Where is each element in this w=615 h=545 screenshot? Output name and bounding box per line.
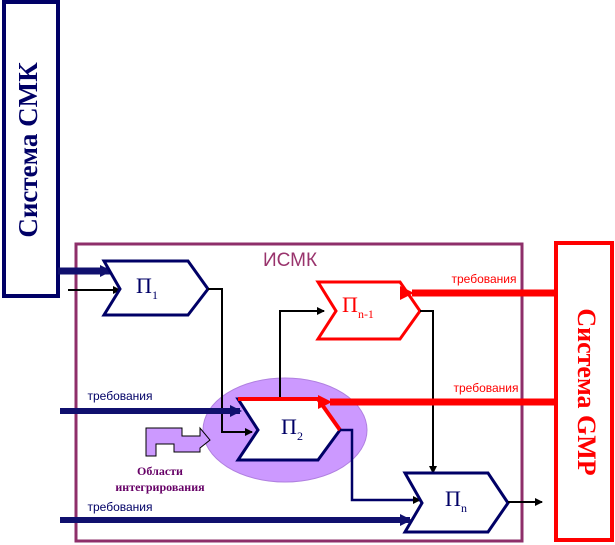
process-pn-1 xyxy=(315,280,422,341)
ismk-label: ИСМК xyxy=(263,250,317,271)
pn-1-to-pn-connector xyxy=(420,310,437,474)
process-p1-label: П1 xyxy=(136,273,158,302)
requirement-label-top-right: требования xyxy=(452,272,517,286)
gmp-system-label: Система GMP xyxy=(572,308,601,475)
requirement-label-left-bottom: требования xyxy=(88,500,153,514)
process-pn-label: Пn xyxy=(445,486,467,515)
p1-to-p2-connector xyxy=(208,288,253,436)
integration-area-label-line2: интегрирования xyxy=(115,480,205,494)
requirement-label-left-mid: требования xyxy=(88,389,153,403)
integration-area-label-line1: Области xyxy=(137,464,183,478)
integration-area-arrow xyxy=(145,426,211,457)
p2-to-pn-connector xyxy=(340,428,421,504)
gmp-system-box xyxy=(554,241,614,542)
ismk-frame xyxy=(74,242,524,543)
process-p1 xyxy=(101,259,210,317)
p2-to-pn-1-connector xyxy=(279,307,325,397)
process-pn-1-label: Пn-1 xyxy=(342,292,374,321)
process-pn xyxy=(402,471,510,534)
smk-system-label: Система СМК xyxy=(13,62,43,238)
requirement-label-mid-right: требования xyxy=(454,381,519,395)
smk-system-box xyxy=(2,0,60,298)
process-p2-label: П2 xyxy=(281,414,303,443)
